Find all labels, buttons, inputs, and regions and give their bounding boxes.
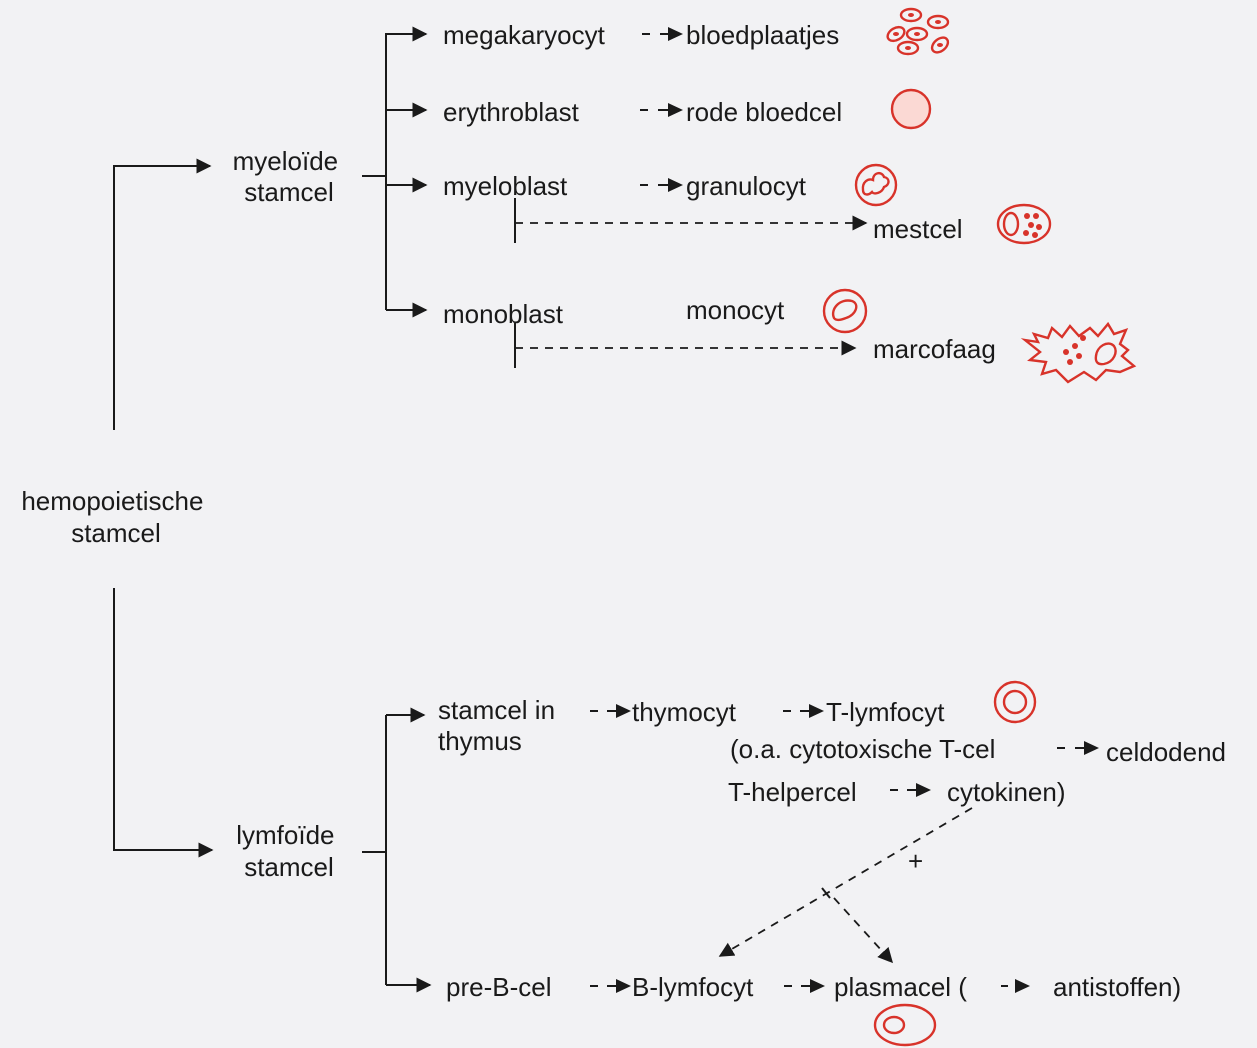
label-lymphoid-stamcel: lymfoïde stamcel: [236, 820, 342, 882]
label-cytokinen: cytokinen): [947, 777, 1066, 807]
arrow-thymus-to-thymocyt: [590, 704, 631, 718]
short-dashed-arrows: [590, 27, 1099, 993]
label-marcofaag: marcofaag: [873, 334, 996, 364]
arrow-mega-to-plaatjes: [642, 27, 683, 41]
label-celdodend: celdodend: [1106, 737, 1226, 767]
dash-cytokinen-to-b: [718, 807, 973, 957]
connector-lines: [113, 26, 973, 993]
label-stamcel-in-thymus: stamcel in thymus: [438, 695, 562, 756]
monocyte-icon: [822, 288, 868, 334]
arrow-myelo-to-granulo: [640, 178, 683, 192]
label-monocyt: monocyt: [686, 295, 785, 325]
label-hsc: hemopoietische stamcel: [21, 486, 210, 548]
macrophage-icon: [1020, 321, 1137, 384]
label-antistoffen: antistoffen): [1053, 972, 1181, 1002]
arrow-thymocyt-to-tlymfo: [783, 704, 824, 718]
arrow-preb-to-blymfo: [590, 979, 631, 993]
label-t-lymfocyt: T-lymfocyt: [826, 697, 945, 727]
label-thymocyt: thymocyt: [632, 697, 737, 727]
label-myeloblast: myeloblast: [443, 171, 568, 201]
label-plus: +: [908, 846, 923, 876]
arrow-ery-to-rbc: [640, 103, 683, 117]
label-plasmacel: plasmacel (: [834, 972, 967, 1002]
t-lymphocyte-icon: [993, 680, 1037, 724]
labels: hemopoietische stamcel myeloïde stamcel …: [21, 20, 1226, 1002]
label-t-helpercel: T-helpercel: [728, 777, 857, 807]
label-rode-bloedcel: rode bloedcel: [686, 97, 842, 127]
mast-cell-icon: [996, 203, 1052, 245]
dash-to-plasmacel: [833, 897, 894, 964]
line-hsc-to-myeloid: [113, 158, 212, 430]
label-monoblast: monoblast: [443, 299, 564, 329]
label-erythroblast: erythroblast: [443, 97, 580, 127]
label-bloedplaatjes: bloedplaatjes: [686, 20, 839, 50]
granulocyte-icon: [854, 163, 898, 207]
tick-mark: [821, 887, 831, 899]
label-megakaryocyt: megakaryocyt: [443, 20, 606, 50]
label-granulocyt: granulocyt: [686, 171, 807, 201]
arrow-blymfo-to-plasma: [784, 979, 825, 993]
arrow-plasma-to-antistoffen: [1001, 979, 1030, 993]
label-pre-b-cel: pre-B-cel: [446, 972, 551, 1002]
platelets-icon: [886, 7, 950, 56]
plasma-cell-icon: [873, 1003, 937, 1047]
red-blood-cell-icon: [890, 88, 932, 130]
label-mestcel: mestcel: [873, 214, 963, 244]
label-b-lymfocyt: B-lymfocyt: [632, 972, 754, 1002]
label-cytotoxische: (o.a. cytotoxische T-cel: [730, 734, 995, 764]
arrow-cytotox-to-celdodend: [1057, 741, 1099, 755]
arrow-helper-to-cytokinen: [890, 783, 931, 797]
line-hsc-to-lymphoid: [113, 588, 214, 858]
label-myeloid-stamcel: myeloïde stamcel: [233, 146, 346, 207]
